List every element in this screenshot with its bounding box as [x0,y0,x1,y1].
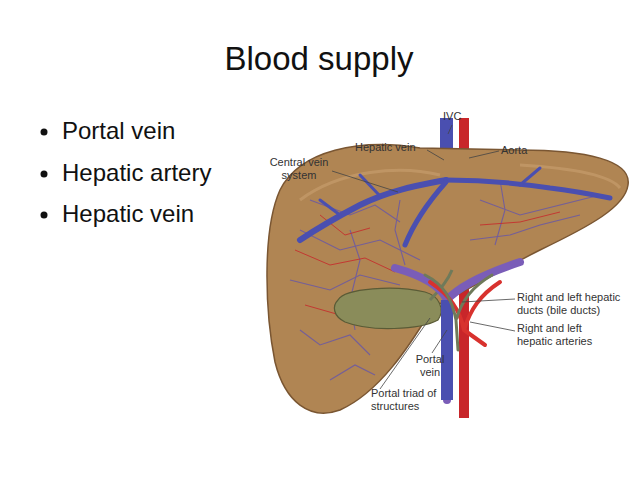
slide-title: Blood supply [0,40,638,78]
hepatic-veins [300,168,610,245]
part-label: Portal triad of structures [371,387,451,413]
bullet-text: Hepatic vein [62,200,282,229]
part-label: Portal vein [408,353,452,379]
leader-line [332,125,515,389]
gallbladder [334,288,441,328]
hepatic-arteries [430,282,500,345]
portal-vein [395,262,520,400]
bile-ducts [425,275,492,350]
part-label: Hepatic vein [355,141,435,154]
part-label: IVC [443,110,473,123]
bullet-dot [41,129,48,136]
part-label: Aorta [501,144,541,157]
bullet-text: Portal vein [62,117,282,146]
liver-shape [267,145,628,413]
bullet-text: Hepatic artery [62,159,282,188]
part-label: Right and left hepatic ducts (bile ducts… [517,291,637,317]
liver-highlight [300,165,620,200]
part-label: Central vein system [266,156,332,182]
bullet-dot [41,212,48,219]
part-label: Right and left hepatic arteries [517,322,612,348]
bullet-dot [41,171,48,178]
portal-vein-lower [441,300,453,400]
